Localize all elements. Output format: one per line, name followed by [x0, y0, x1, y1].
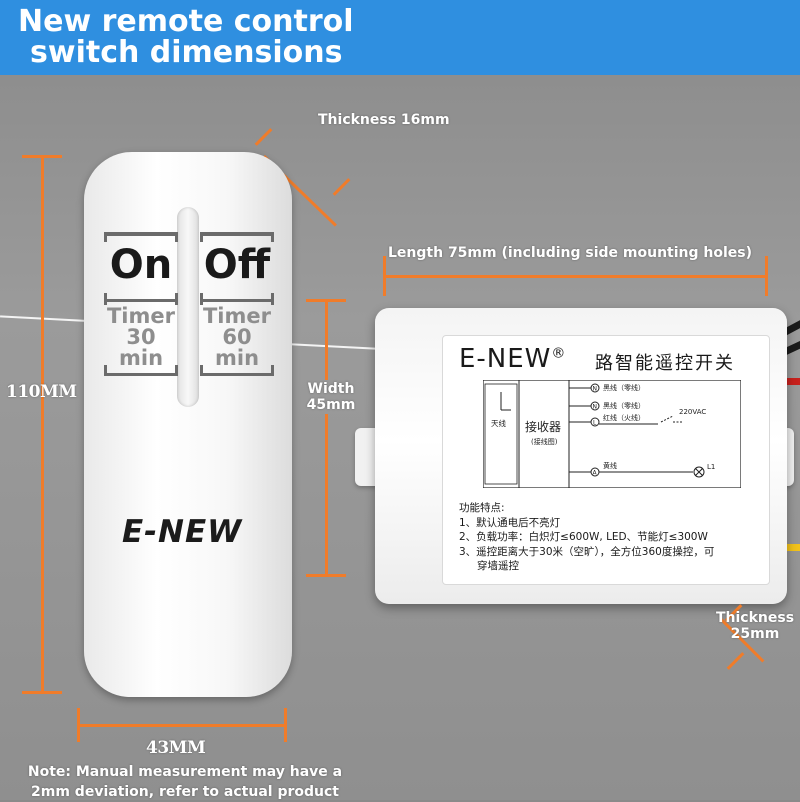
receiver-brand: E-NEW®	[459, 344, 566, 374]
receiver-thickness-label-value: 25mm	[730, 626, 780, 642]
remote-height-label: 110MM	[6, 382, 77, 402]
receiver-width-label-name: Width	[307, 381, 355, 397]
terminal-n-2: N	[593, 404, 598, 411]
wiring-diagram: 天线 接收器 (接线图) N 黑线（零线） N 黑线（零线） L 红线（火线） …	[483, 380, 741, 488]
receiver-width-label: Width 45mm	[306, 380, 356, 414]
receiver-width-line	[325, 300, 328, 575]
remote-width-line	[79, 724, 285, 727]
feature-notes: 功能特点: 1、默认通电后不亮灯 2、负载功率：白炽灯≤600W, LED、节能…	[459, 501, 714, 574]
receiver-module-sub: (接线图)	[531, 437, 558, 446]
remote-thickness-cap-b	[332, 178, 351, 196]
receiver-length-line	[384, 275, 767, 278]
timer-60-button[interactable]: Timer 60 min	[200, 306, 274, 369]
receiver-module-label: 接收器	[525, 419, 561, 434]
page-title-line1: New remote control	[18, 4, 354, 39]
load-label: L1	[707, 463, 715, 471]
remote-thickness-label: Thickness 16mm	[318, 112, 450, 128]
receiver-length-label: Length 75mm (including side mounting hol…	[388, 245, 753, 261]
remote-center-groove	[177, 207, 199, 407]
page-title-line2: switch dimensions	[30, 35, 343, 70]
receiver-length-cap-right	[765, 256, 768, 296]
timer-label: Timer	[202, 304, 271, 328]
remote-width-cap-right	[284, 708, 287, 742]
terminal-n-1: N	[593, 386, 598, 393]
feature-2: 2、负载功率：白炽灯≤600W, LED、节能灯≤300W	[459, 531, 708, 543]
receiver-width-cap-bottom	[306, 574, 346, 577]
wire1-label: 黑线（零线）	[603, 383, 645, 392]
remote-height-cap-top	[22, 155, 62, 158]
timer-value: 30	[126, 325, 156, 349]
timer-unit: min	[118, 346, 164, 370]
receiver-brand-text: E-NEW	[459, 344, 552, 374]
remote-brand-logo: E-NEW	[122, 514, 243, 550]
feature-3: 3、遥控距离大于30米（空旷），全方位360度操控，可	[459, 545, 715, 558]
wire3-label: 红线（火线）	[603, 413, 645, 422]
timer-unit: min	[214, 346, 260, 370]
receiver-label-plate: E-NEW® 路智能遥控开关 天线 接收器 (接线图) N 黑线（零线） N 黑…	[442, 335, 770, 585]
features-title: 功能特点:	[459, 502, 505, 514]
receiver-thickness-cap-b	[726, 652, 745, 670]
receiver-width-label-value: 45mm	[306, 397, 356, 413]
receiver-width-cap-top	[306, 299, 346, 302]
registered-mark: ®	[551, 345, 567, 362]
remote-height-cap-bottom	[22, 691, 62, 694]
receiver-thickness-label: Thickness 25mm	[712, 610, 798, 642]
measurement-note-line2: 2mm deviation, refer to actual product	[31, 784, 339, 800]
remote-width-label: 43MM	[146, 738, 206, 758]
remote-thickness-cap-a	[254, 128, 273, 146]
measurement-note-line1: Note: Manual measurement may have a	[27, 764, 343, 780]
remote-control: On Timer 30 min Off Timer 60 min E-NEW	[84, 152, 292, 697]
terminal-a: A	[593, 470, 598, 477]
wire4-label: 黄线	[603, 461, 617, 470]
wire2-label: 黑线（零线）	[603, 401, 645, 410]
antenna-label: 天线	[491, 418, 506, 428]
timer-30-button[interactable]: Timer 30 min	[104, 306, 178, 369]
timer-label: Timer	[106, 304, 175, 328]
remote-height-line	[41, 155, 44, 693]
voltage-label: 220VAC	[679, 408, 706, 416]
on-button-label: On	[109, 242, 173, 288]
terminal-l: L	[593, 420, 597, 427]
page-title: New remote control switch dimensions	[18, 6, 354, 68]
timer-value: 60	[222, 325, 252, 349]
measurement-note: Note: Manual measurement may have a 2mm …	[20, 762, 350, 802]
feature-1: 1、默认通电后不亮灯	[459, 516, 561, 529]
receiver-length-cap-left	[383, 256, 386, 296]
header-banner: New remote control switch dimensions	[0, 0, 800, 75]
receiver-thickness-label-name: Thickness	[715, 610, 795, 626]
receiver-product-name: 路智能遥控开关	[595, 353, 735, 374]
off-button-label: Off	[203, 242, 271, 288]
remote-width-cap-left	[77, 708, 80, 742]
feature-4: 穿墙遥控	[477, 560, 519, 572]
